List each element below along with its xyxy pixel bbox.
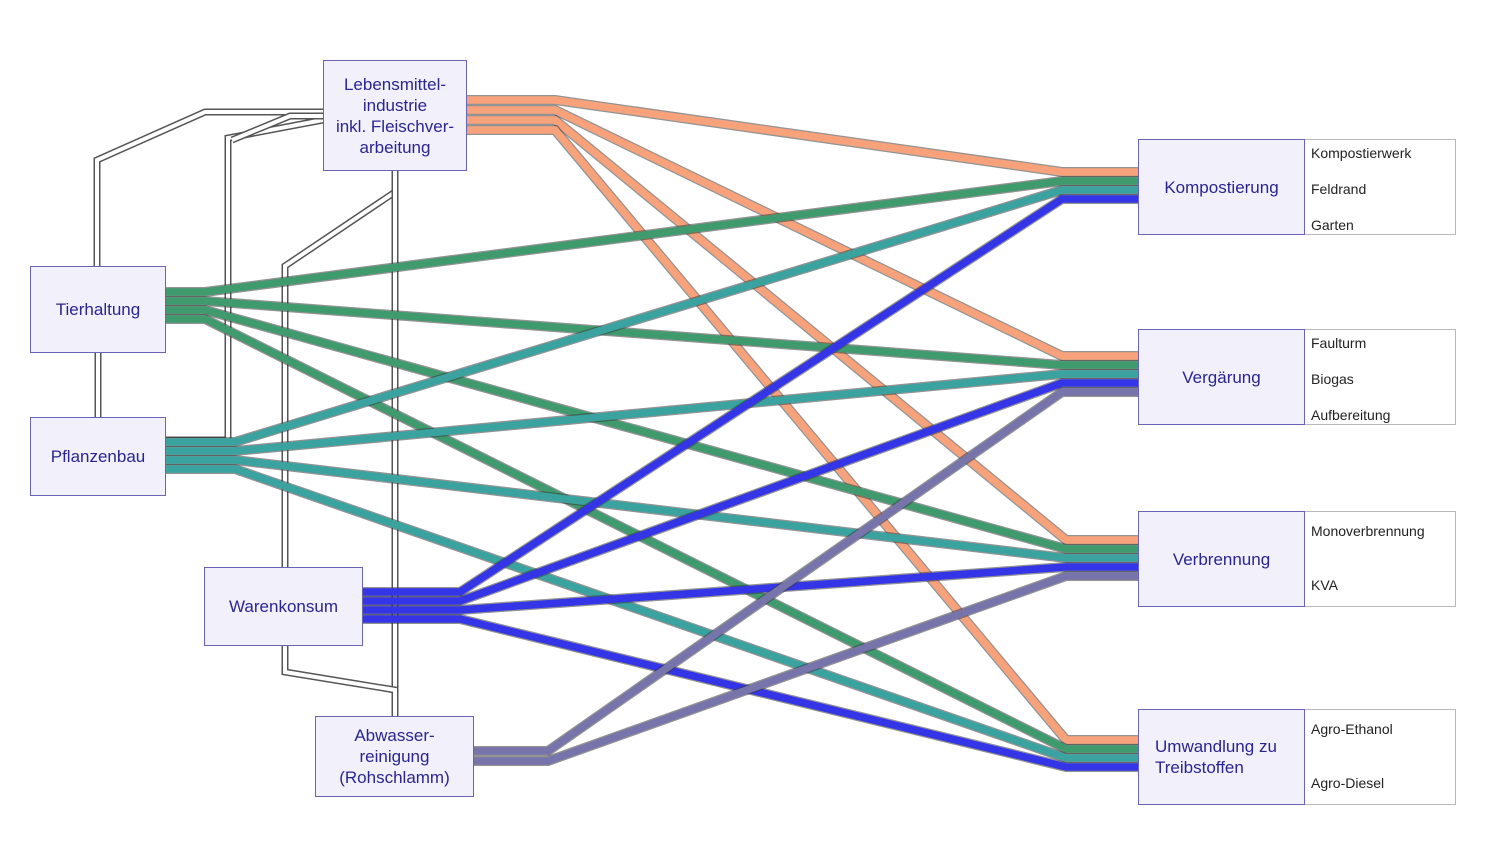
node-pflanzenbau[interactable]: Pflanzenbau xyxy=(30,417,166,496)
method-label: Agro-Ethanol xyxy=(1311,721,1393,737)
node-warenkonsum[interactable]: Warenkonsum xyxy=(204,567,363,646)
method-label: KVA xyxy=(1311,577,1338,593)
connector-line xyxy=(231,114,323,142)
flow-abwasser-verbrennung xyxy=(474,572,1138,765)
umwandlung-methods: Agro-Ethanol Agro-Diesel xyxy=(1305,709,1456,805)
flow-warenkonsum-verbrennung xyxy=(363,563,1138,614)
flow-lebensmittel-vergaerung xyxy=(467,106,1138,360)
flow-warenkonsum-vergaerung xyxy=(363,379,1138,605)
flow-abwasser-vergaerung xyxy=(474,388,1138,755)
kompostierung-methods: Kompostierwerk Feldrand Garten xyxy=(1305,139,1456,235)
node-umwandlung-treibstoffe[interactable]: Umwandlung zu Treibstoffen xyxy=(1138,709,1305,805)
flow-tierhaltung-kompostierung xyxy=(166,177,1138,296)
node-verbrennung[interactable]: Verbrennung xyxy=(1138,511,1305,607)
flow-lebensmittel-kompostierung xyxy=(467,96,1138,176)
flow-pflanzenbau-umwandlung xyxy=(166,465,1138,762)
node-kompostierung[interactable]: Kompostierung xyxy=(1138,139,1305,235)
vergaerung-methods: Faulturm Biogas Aufbereitung xyxy=(1305,329,1456,425)
connector-line-outline xyxy=(93,108,323,266)
method-label: Faulturm xyxy=(1311,335,1367,351)
flow-tierhaltung-verbrennung xyxy=(166,306,1138,553)
method-label: Monoverbrennung xyxy=(1311,523,1425,539)
method-label: Biogas xyxy=(1311,371,1354,387)
method-label: Aufbereitung xyxy=(1311,407,1391,423)
flow-lebensmittel-verbrennung xyxy=(467,116,1138,544)
flow-pflanzenbau-verbrennung xyxy=(166,456,1138,562)
node-abwasserreinigung[interactable]: Abwasser- reinigung (Rohschlamm) xyxy=(315,716,474,797)
method-label: Agro-Diesel xyxy=(1311,775,1385,791)
flow-warenkonsum-kompostierung xyxy=(363,195,1138,596)
verbrennung-methods: Monoverbrennung KVA xyxy=(1305,511,1456,607)
method-label: Garten xyxy=(1311,217,1354,233)
node-tierhaltung[interactable]: Tierhaltung xyxy=(30,266,166,353)
node-vergaerung[interactable]: Vergärung xyxy=(1138,329,1305,425)
connector-line xyxy=(283,646,397,716)
flow-tierhaltung-vergaerung xyxy=(166,297,1138,369)
flow-pflanzenbau-kompostierung xyxy=(166,186,1138,446)
flow-pflanzenbau-vergaerung xyxy=(166,370,1138,455)
flow-lebensmittel-umwandlung xyxy=(467,126,1138,744)
node-lebensmittelindustrie[interactable]: Lebensmittel- industrie inkl. Fleischver… xyxy=(323,60,467,171)
method-label: Kompostierwerk xyxy=(1311,145,1412,161)
connector-line xyxy=(95,110,323,266)
method-label: Feldrand xyxy=(1311,181,1367,197)
flow-warenkonsum-umwandlung xyxy=(363,615,1138,771)
